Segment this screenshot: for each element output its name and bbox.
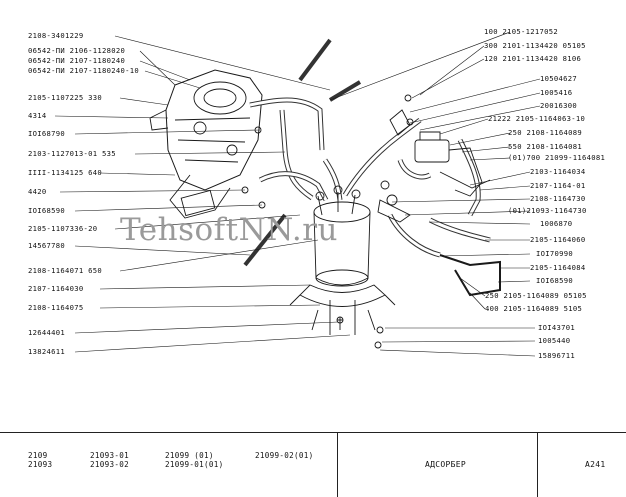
part-label: 15896711 <box>538 351 576 360</box>
part-label: 2108-1164075 <box>28 303 84 312</box>
leader-lines-left <box>54 35 351 353</box>
part-label: 06542-ПИ 2106-1128020 <box>28 46 126 55</box>
part-label: 2105-1107336-20 <box>28 224 98 233</box>
model-code: 21099 (01) <box>165 451 214 460</box>
part-label: 20016300 <box>540 101 578 110</box>
part-label: (01)700 21099-1164081 <box>508 153 606 162</box>
part-label: 13824611 <box>28 347 66 356</box>
part-label: (01)21093-1164730 <box>508 206 587 215</box>
part-label: 06542-ПИ 2107-1180240-10 <box>28 66 140 75</box>
part-label: 2108-1164071 650 <box>28 266 103 275</box>
model-code: 2109 <box>28 451 48 460</box>
carburetor-drawing <box>149 69 263 219</box>
part-label: 400 2105-1164089 5105 <box>485 304 583 313</box>
part-label: 2103-1127013-01 535 <box>28 149 116 158</box>
part-label: IOI70990 <box>536 249 574 258</box>
part-label: 1005416 <box>540 88 573 97</box>
title-block: 2109 21093 21093-01 21093-02 21099 (01) … <box>0 432 626 497</box>
title-block-divider <box>337 433 338 497</box>
part-label: 2107-1164-01 <box>530 181 586 190</box>
part-label: 300 2101-1134420 05105 <box>484 41 586 50</box>
part-label: 2105-1164084 <box>530 263 586 272</box>
part-label: 12644401 <box>28 328 66 337</box>
part-label: IOI68590 <box>28 206 66 215</box>
page-code: A241 <box>585 460 606 469</box>
part-label: 100 2105-1217052 <box>484 27 559 36</box>
part-label: 4420 <box>28 187 47 196</box>
valve-assembly-drawing <box>377 131 491 223</box>
part-label: IOI68790 <box>28 129 66 138</box>
part-label: 06542-ПИ 2107-1180240 <box>28 56 126 65</box>
part-label: 1006870 <box>540 219 573 228</box>
model-code: 21099-01(01) <box>165 460 224 469</box>
part-label: 2105-1164060 <box>530 235 586 244</box>
part-label: 21222 2105-1164063-10 <box>488 114 586 123</box>
title-block-divider <box>537 433 538 497</box>
hose-lines <box>243 38 501 297</box>
part-label: 2108-1164730 <box>530 194 586 203</box>
part-label: IOI68590 <box>536 276 574 285</box>
part-label: 550 2108-1164081 <box>508 142 583 151</box>
model-code: 21099-02(01) <box>255 451 314 460</box>
part-label: 2108-3401229 <box>28 31 84 40</box>
part-label: 250 2108-1164089 <box>508 128 583 137</box>
part-label: 10504627 <box>540 74 578 83</box>
part-label: 250 2105-1164089 05105 <box>485 291 587 300</box>
part-label: 14567780 <box>28 241 66 250</box>
model-code: 21093-01 <box>90 451 129 460</box>
adsorber-canister-drawing <box>289 185 396 335</box>
part-label: 2105-1107225 330 <box>28 93 103 102</box>
part-label: 1005440 <box>538 336 571 345</box>
model-code: 21093-02 <box>90 460 129 469</box>
model-code: 21093 <box>28 460 53 469</box>
part-label: 2107-1164030 <box>28 284 84 293</box>
section-title: АДСОРБЕР <box>425 460 466 469</box>
part-label: 120 2101-1134420 8106 <box>484 54 582 63</box>
leader-lines-right <box>329 31 541 357</box>
part-label: IIII-1134125 640 <box>28 168 103 177</box>
part-label: 2103-1164034 <box>530 167 586 176</box>
watermark: TehsoftNN.ru <box>120 212 338 248</box>
part-label: 4314 <box>28 111 47 120</box>
part-label: IOI43701 <box>538 323 576 332</box>
assembly-drawing <box>54 31 541 357</box>
